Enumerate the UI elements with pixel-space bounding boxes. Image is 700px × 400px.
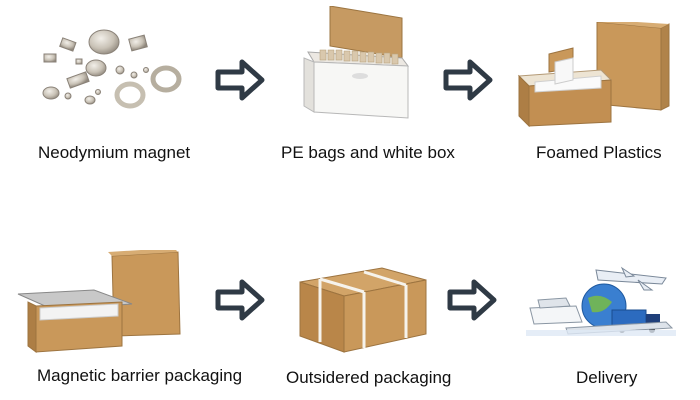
step-label-foamed-plastics: Foamed Plastics — [536, 143, 662, 162]
delivery-icon — [526, 262, 676, 342]
arrow-icon — [214, 58, 266, 107]
barrier-box-icon — [14, 250, 184, 360]
white-box-icon — [298, 6, 418, 126]
arrow-icon — [442, 58, 494, 107]
step-label-neodymium-magnet: Neodymium magnet — [38, 143, 191, 162]
step-label-outsidered-packaging: Outsidered packaging — [286, 368, 452, 387]
foam-carton-icon — [515, 22, 675, 127]
step-label-delivery: Delivery — [576, 368, 638, 387]
step-label-magnetic-barrier-packaging: Magnetic barrier packaging — [37, 366, 243, 385]
arrow-icon — [446, 278, 498, 327]
strapped-carton-icon — [294, 264, 434, 356]
magnets-icon — [38, 22, 198, 117]
arrow-icon — [214, 278, 266, 327]
step-label-pe-bags-white-box: PE bags and white box — [281, 143, 455, 162]
